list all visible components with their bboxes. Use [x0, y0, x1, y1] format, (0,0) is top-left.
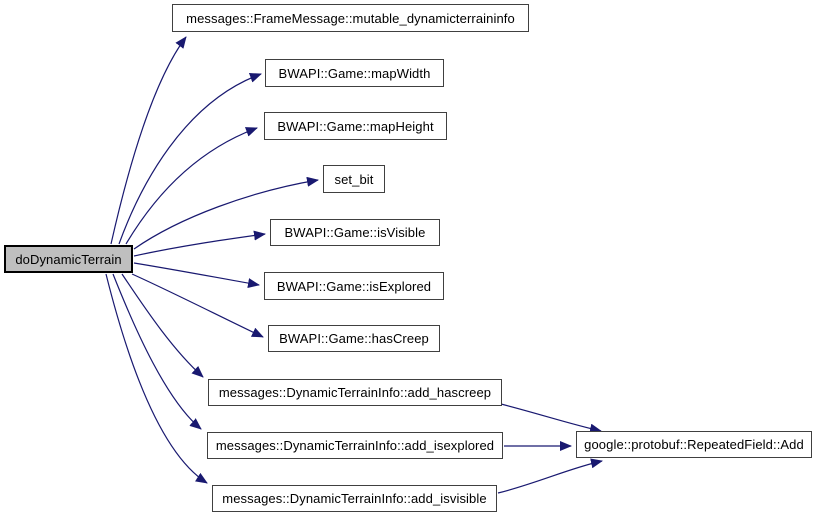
- edge-dodynamicterrain-mapwidth: [118, 73, 262, 245]
- node-add-isexplored[interactable]: messages::DynamicTerrainInfo::add_isexpl…: [207, 432, 503, 459]
- node-mutable-dynamicterraininfo[interactable]: messages::FrameMessage::mutable_dynamict…: [172, 4, 529, 32]
- node-add-isvisible[interactable]: messages::DynamicTerrainInfo::add_isvisi…: [212, 485, 497, 512]
- edge-add-hascreep-repeatedfield-add: [500, 403, 602, 434]
- edge-dodynamicterrain-isexplored: [133, 262, 260, 289]
- edge-dodynamicterrain-mapheight: [125, 127, 258, 245]
- node-hascreep[interactable]: BWAPI::Game::hasCreep: [268, 325, 440, 352]
- edge-dodynamicterrain-mutable-dynamicterraininfo: [110, 36, 187, 245]
- edge-dodynamicterrain-add-isvisible: [105, 273, 208, 484]
- node-isexplored[interactable]: BWAPI::Game::isExplored: [264, 272, 444, 300]
- edge-dodynamicterrain-set-bit: [133, 176, 319, 250]
- edge-dodynamicterrain-add-hascreep: [121, 273, 204, 378]
- edge-dodynamicterrain-isvisible: [133, 230, 266, 257]
- node-isvisible[interactable]: BWAPI::Game::isVisible: [270, 219, 440, 246]
- node-repeatedfield-add[interactable]: google::protobuf::RepeatedField::Add: [576, 431, 812, 458]
- node-dodynamicterrain: doDynamicTerrain: [4, 245, 133, 273]
- node-mapheight[interactable]: BWAPI::Game::mapHeight: [264, 112, 447, 140]
- node-set-bit[interactable]: set_bit: [323, 165, 385, 193]
- edge-dodynamicterrain-add-isexplored: [112, 273, 202, 430]
- node-add-hascreep[interactable]: messages::DynamicTerrainInfo::add_hascre…: [208, 379, 502, 406]
- edge-add-isvisible-repeatedfield-add: [497, 458, 603, 494]
- node-mapwidth[interactable]: BWAPI::Game::mapWidth: [265, 59, 444, 87]
- edge-dodynamicterrain-hascreep: [131, 273, 264, 338]
